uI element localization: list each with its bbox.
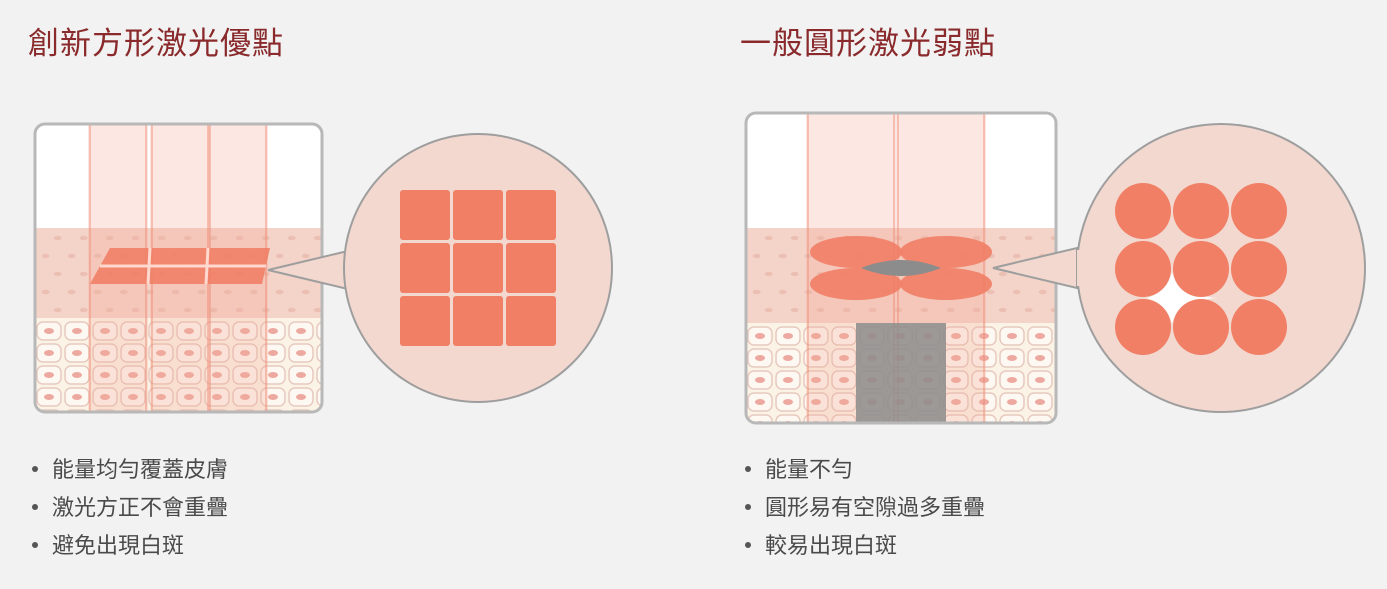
bullet-icon xyxy=(32,466,38,472)
list-item: 圓形易有空隙過多重疊 xyxy=(745,490,985,528)
bullet-icon xyxy=(745,466,751,472)
list-item: 能量不勻 xyxy=(745,452,985,490)
square-laser-panel: 創新方形激光優點 能量均勻覆蓋皮膚 激光 xyxy=(0,0,693,589)
bullet-icon xyxy=(32,504,38,510)
square-laser-title: 創新方形激光優點 xyxy=(28,26,284,62)
bullet-icon xyxy=(745,542,751,548)
round-laser-points: 能量不勻 圓形易有空隙過多重疊 較易出現白斑 xyxy=(745,452,985,566)
square-spot-grid xyxy=(400,190,556,346)
list-item: 較易出現白斑 xyxy=(745,528,985,566)
list-item: 能量均勻覆蓋皮膚 xyxy=(32,452,228,490)
round-spot-grid xyxy=(1115,183,1287,355)
round-laser-illustration xyxy=(744,111,1366,425)
bullet-icon xyxy=(745,504,751,510)
round-laser-panel: 一般圓形激光弱點 能量不勻 圓形易有空隙過多重疊 較易出現白斑 xyxy=(693,0,1387,589)
square-laser-illustration xyxy=(33,122,613,414)
list-item: 激光方正不會重疊 xyxy=(32,490,228,528)
square-laser-points: 能量均勻覆蓋皮膚 激光方正不會重疊 避免出現白斑 xyxy=(32,452,228,566)
bullet-icon xyxy=(32,542,38,548)
round-laser-title: 一般圓形激光弱點 xyxy=(740,26,996,62)
list-item: 避免出現白斑 xyxy=(32,528,228,566)
